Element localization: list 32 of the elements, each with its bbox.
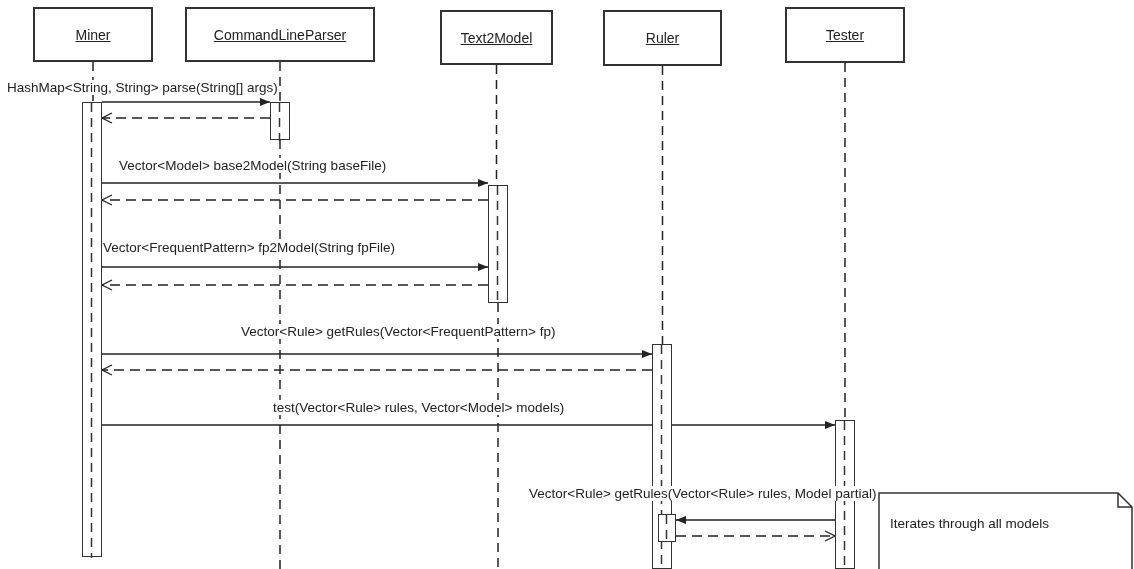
note: Iterates through all models: [878, 492, 1134, 569]
return-arrow: [101, 194, 489, 206]
message-arrow: [101, 263, 489, 271]
lifeline: [279, 61, 281, 103]
message-arrow: [101, 350, 653, 358]
return-arrow: [101, 112, 271, 124]
return-arrow: [101, 279, 489, 291]
activation-bar: [270, 102, 290, 140]
lifeline: [661, 65, 664, 345]
lifeline: [92, 61, 94, 103]
message-label: Vector<Rule> getRules(Vector<Rule> rules, Model partial): [528, 486, 878, 501]
object-box: Ruler: [603, 10, 722, 66]
lifeline: [497, 302, 499, 569]
object-box: Miner: [33, 7, 153, 62]
object-box: CommandLineParser: [185, 7, 375, 62]
activation-bar: [82, 102, 102, 557]
return-arrow: [675, 530, 836, 542]
message-label: Vector<FrequentPattern> fp2Model(String fpFile): [102, 240, 396, 255]
message-arrow: [101, 179, 489, 187]
activation-bar: [657, 513, 676, 542]
object-box: Text2Model: [440, 10, 553, 65]
message-label: Vector<Model> base2Model(String baseFile): [118, 158, 388, 173]
message-label: HashMap<String, String> parse(String[] args): [6, 80, 279, 95]
object-box: Tester: [785, 7, 905, 63]
return-arrow: [101, 364, 653, 376]
message-arrow: [101, 98, 271, 106]
message-arrow: [101, 421, 836, 429]
message-arrow: [675, 516, 836, 524]
activation-bar: [488, 185, 508, 303]
lifeline: [279, 139, 281, 569]
message-label: Vector<Rule> getRules(Vector<FrequentPattern> fp): [240, 324, 557, 339]
message-label: test(Vector<Rule> rules, Vector<Model> models): [272, 400, 566, 415]
